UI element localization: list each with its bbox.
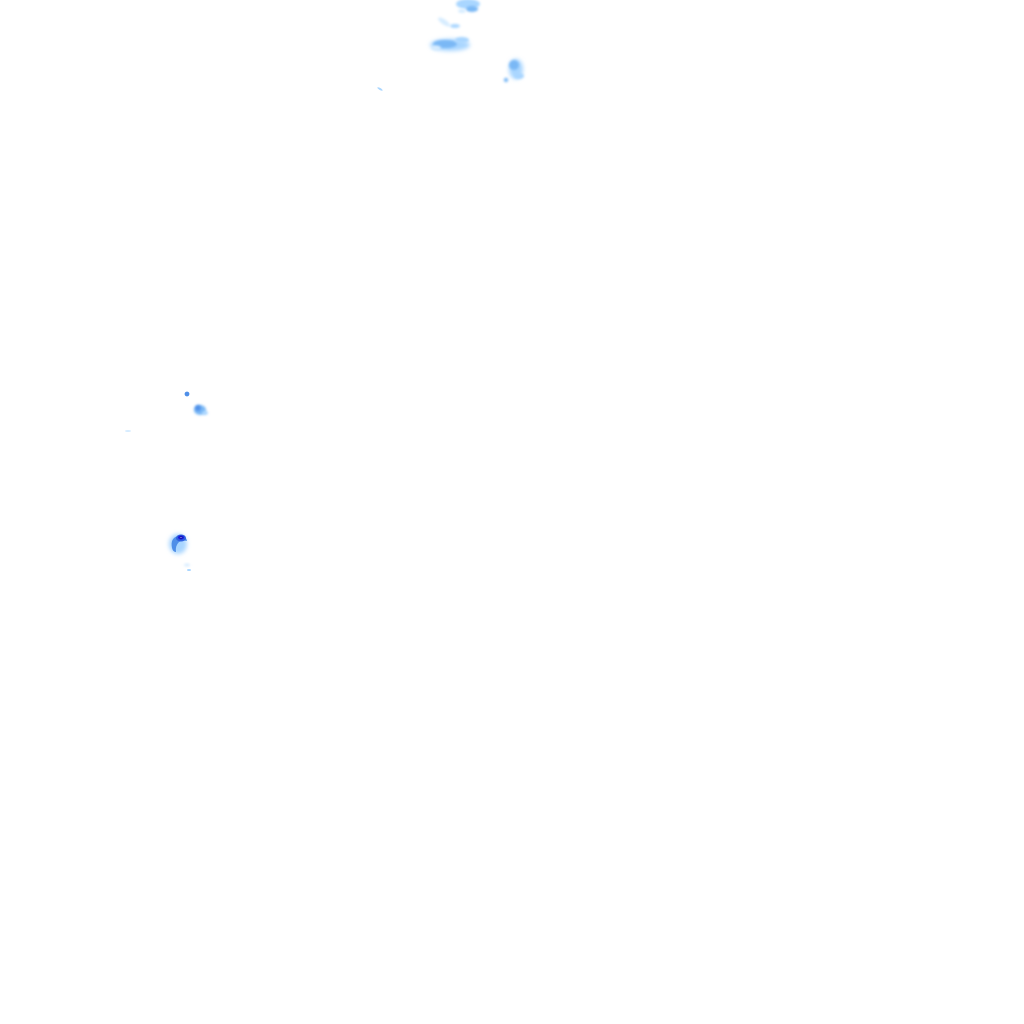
precip-speck-southwest (184, 563, 191, 571)
precip-cell-top-edge (456, 0, 480, 13)
precip-streak-upper (438, 17, 460, 28)
precip-cell-southwest-strong (169, 534, 187, 554)
precip-cell-northeast (503, 59, 524, 83)
precip-cell-west (194, 405, 208, 415)
precip-speck-west-a (184, 391, 190, 397)
precip-speck-west-b (125, 430, 131, 432)
precip-speck-north-west (377, 87, 383, 91)
precip-band-north (430, 37, 470, 51)
